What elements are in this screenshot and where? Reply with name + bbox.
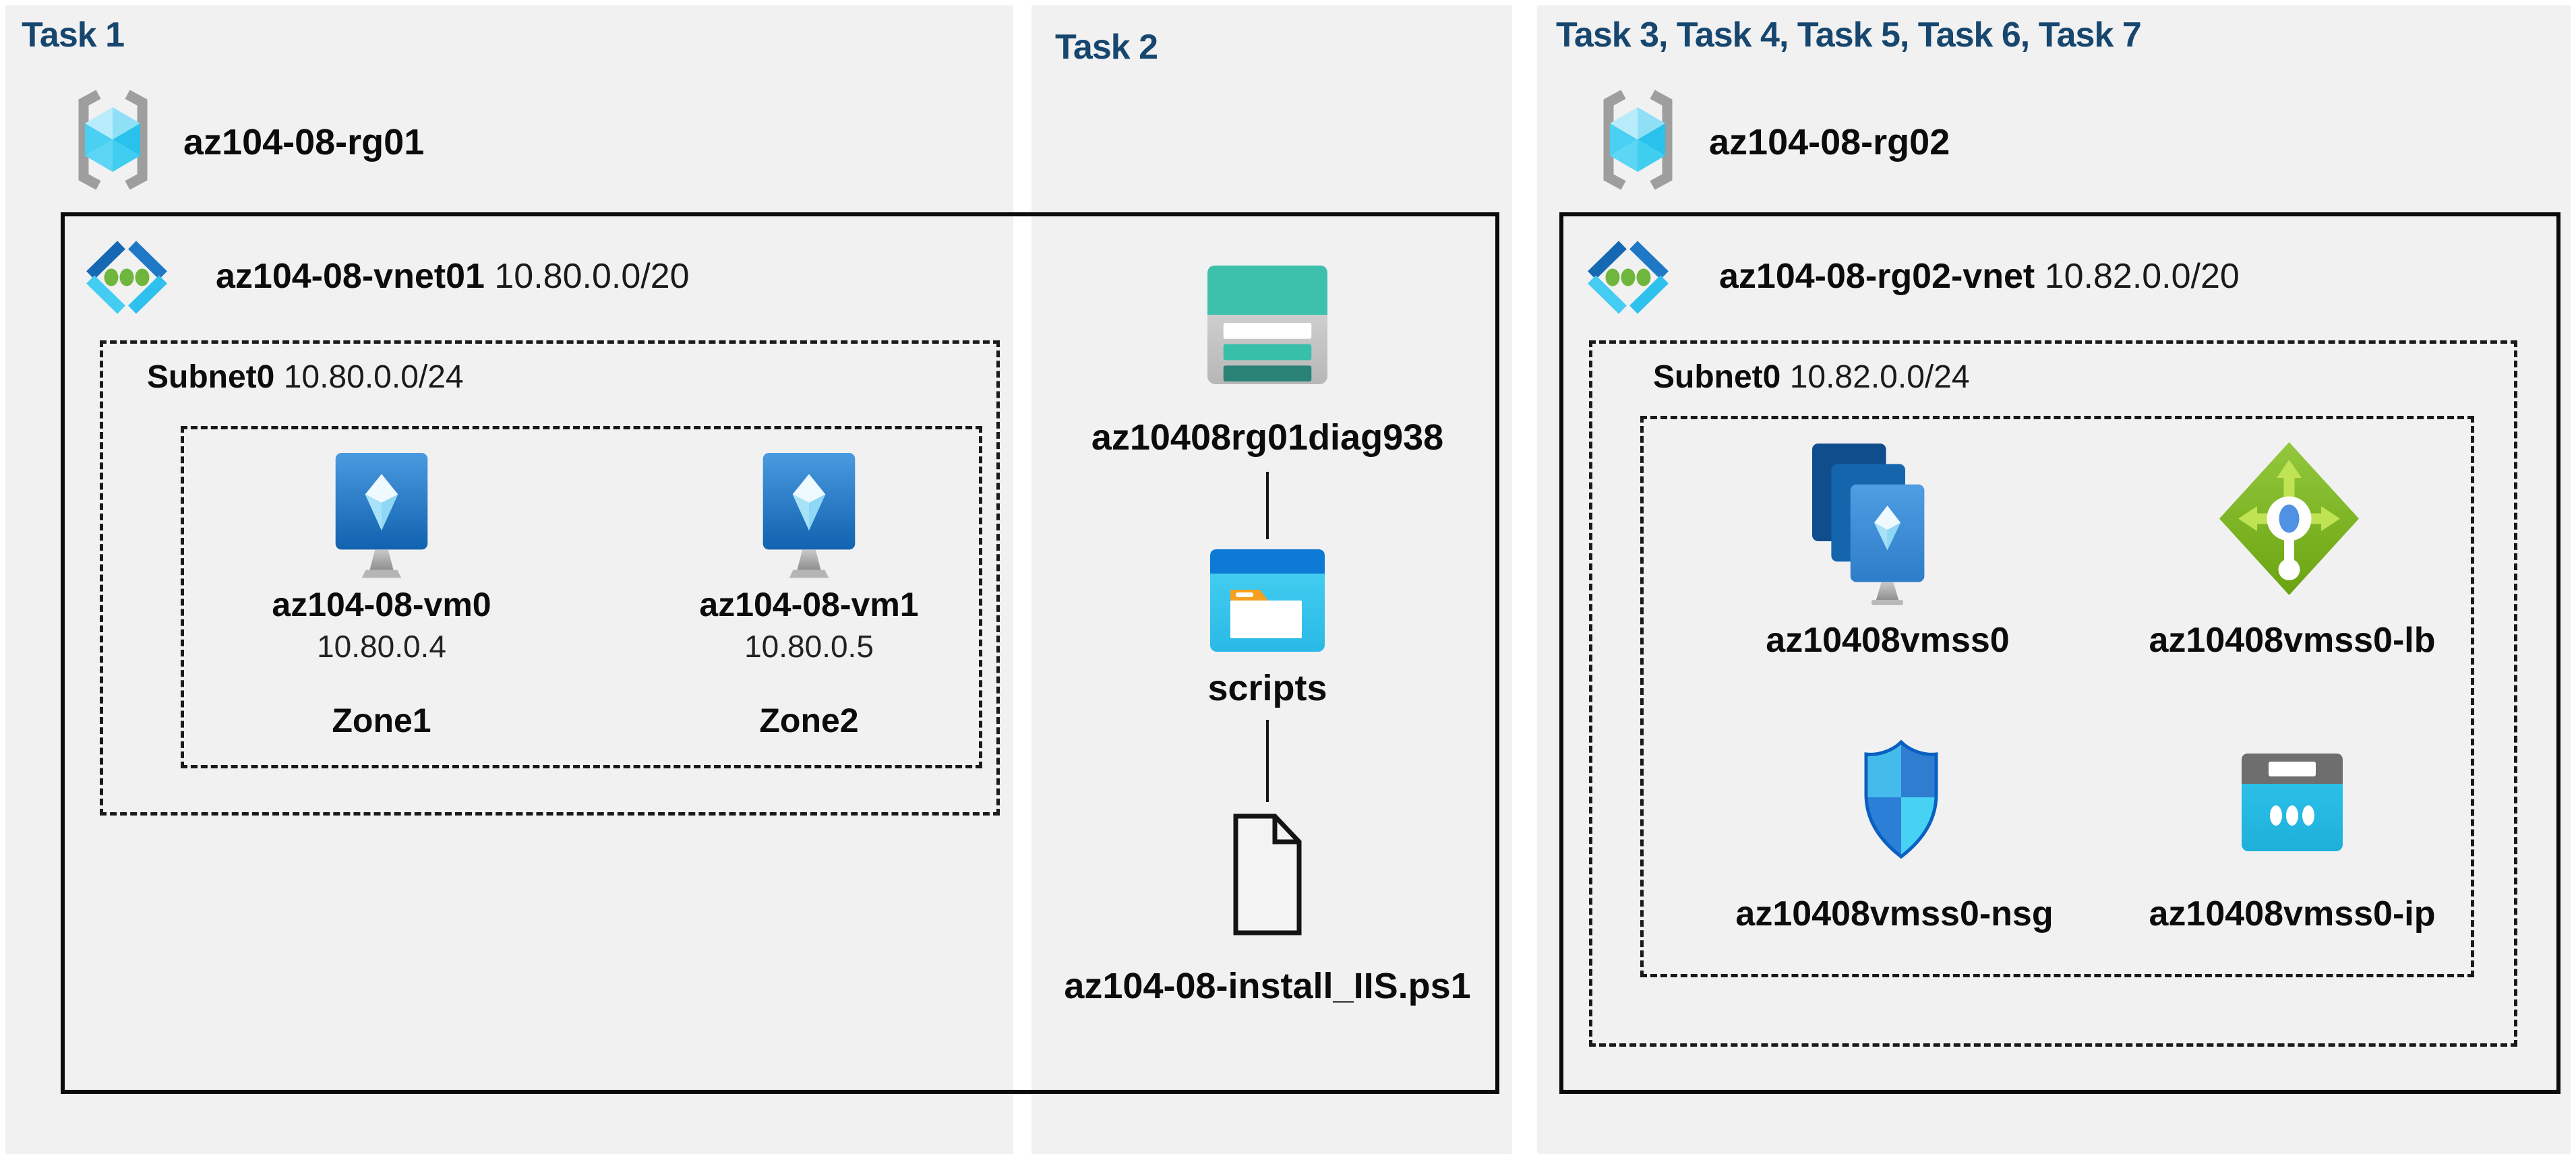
subnet0-cidr: 10.80.0.0/24 xyxy=(283,359,464,395)
task1-title: Task 1 xyxy=(22,16,125,55)
vnet01-boundary-box xyxy=(61,212,1499,1094)
connector-container-to-file xyxy=(1266,720,1269,802)
rg02-label: az104-08-rg02 xyxy=(1709,122,1950,162)
public-ip-icon xyxy=(2242,754,2343,851)
vmss-resources-box xyxy=(1640,416,2474,977)
public-ip-label: az10408vmss0-ip xyxy=(2149,894,2436,933)
blob-container-icon xyxy=(1210,549,1325,652)
subnet0-box-task1 xyxy=(100,340,1000,816)
resource-group-icon xyxy=(78,90,148,190)
virtual-machine-icon xyxy=(762,453,856,578)
connector-storage-to-container xyxy=(1266,472,1269,539)
vm1-ip: 10.80.0.5 xyxy=(744,629,874,664)
nsg-label: az10408vmss0-nsg xyxy=(1735,894,2054,933)
task3-title: Task 3, Task 4, Task 5, Task 6, Task 7 xyxy=(1556,16,2142,55)
script-file-label: az104-08-install_IIS.ps1 xyxy=(1064,966,1471,1006)
load-balancer-label: az10408vmss0-lb xyxy=(2149,621,2436,660)
subnet0-cidr: 10.82.0.0/24 xyxy=(1789,359,1970,395)
subnet0-box-task3 xyxy=(1589,340,2517,1047)
load-balancer-icon xyxy=(2219,442,2359,595)
virtual-machine-icon xyxy=(335,453,428,578)
vm0-name: az104-08-vm0 xyxy=(272,586,491,623)
vnet02-cidr: 10.82.0.0/20 xyxy=(2044,257,2240,296)
vnet01-label: az104-08-vnet01 10.80.0.0/20 xyxy=(216,256,690,297)
resource-group-icon xyxy=(1603,90,1673,190)
subnet0-name: Subnet0 xyxy=(1653,359,1781,395)
rg01-label: az104-08-rg01 xyxy=(183,122,425,162)
task2-title: Task 2 xyxy=(1055,28,1158,67)
vm1-zone: Zone2 xyxy=(759,702,859,739)
subnet0-label-task3: Subnet0 10.82.0.0/24 xyxy=(1653,359,1970,396)
subnet0-label-task1: Subnet0 10.80.0.0/24 xyxy=(147,359,464,396)
virtual-network-icon xyxy=(1588,241,1669,314)
vnet02-label: az104-08-rg02-vnet 10.82.0.0/20 xyxy=(1719,256,2240,297)
vmss-icon xyxy=(1812,443,1925,605)
virtual-network-icon xyxy=(86,241,167,314)
vnet01-name: az104-08-vnet01 xyxy=(216,257,485,296)
vnet02-boundary-box xyxy=(1559,212,2560,1094)
storage-account-icon xyxy=(1207,266,1327,384)
task3-panel xyxy=(1537,5,2571,1154)
storage-account-label: az10408rg01diag938 xyxy=(1091,417,1444,458)
vm1-name: az104-08-vm1 xyxy=(699,586,919,623)
container-label: scripts xyxy=(1207,668,1327,708)
vnet01-cidr: 10.80.0.0/20 xyxy=(494,257,690,296)
vm0-ip: 10.80.0.4 xyxy=(317,629,446,664)
task1-panel xyxy=(5,5,1013,1154)
vmss-label: az10408vmss0 xyxy=(1766,621,2010,660)
script-file-icon xyxy=(1233,814,1302,935)
nsg-icon xyxy=(1864,739,1938,859)
vm-zone-box xyxy=(181,426,982,768)
vm0-zone: Zone1 xyxy=(332,702,431,739)
subnet0-name: Subnet0 xyxy=(147,359,275,395)
vnet02-name: az104-08-rg02-vnet xyxy=(1719,257,2035,296)
